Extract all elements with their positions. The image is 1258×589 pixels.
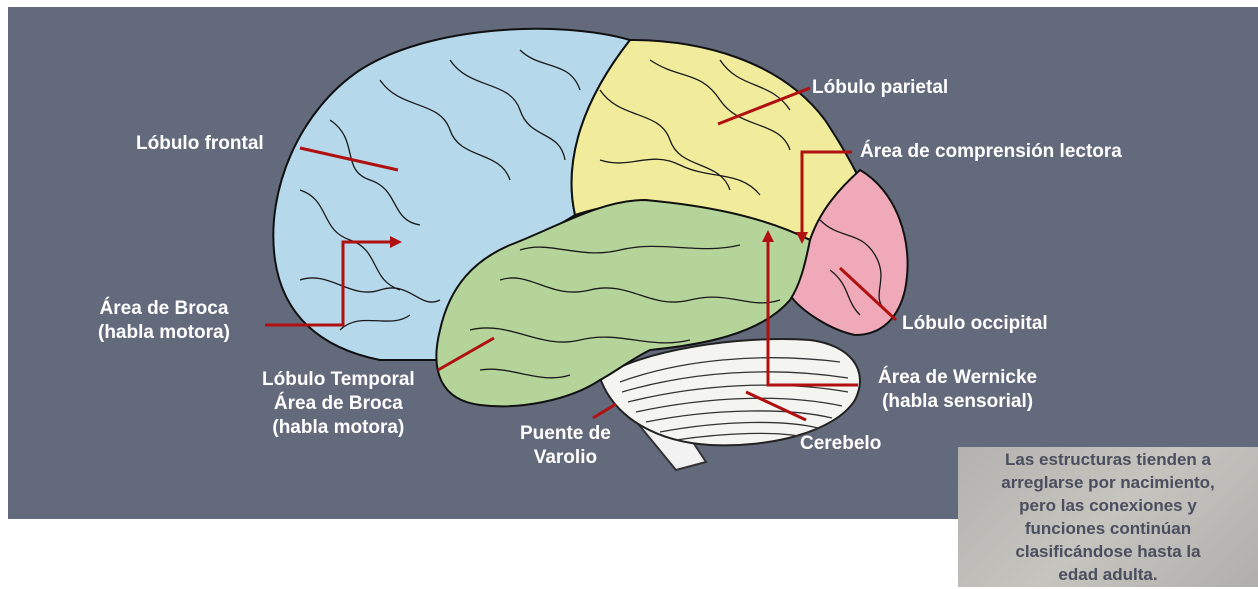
label-line: Área de Broca — [98, 297, 230, 321]
label-line: Varolio — [520, 446, 611, 470]
label-line: Área de Broca — [262, 392, 415, 416]
label-lobulo-frontal: Lóbulo frontal — [136, 132, 264, 156]
note-line: clasificándose hasta la — [968, 540, 1248, 563]
label-line: Área de Wernicke — [878, 366, 1037, 390]
label-cerebelo: Cerebelo — [800, 432, 881, 456]
puente-leader-line — [593, 404, 616, 418]
note-line: edad adulta. — [968, 563, 1248, 586]
note-box: Las estructuras tienden a arreglarse por… — [958, 447, 1258, 587]
label-line: (habla motora) — [98, 321, 230, 345]
note-line: funciones continúan — [968, 517, 1248, 540]
label-area-comprension-lectora: Área de comprensión lectora — [860, 140, 1122, 164]
label-area-de-wernicke: Área de Wernicke (habla sensorial) — [878, 366, 1037, 414]
label-line: (habla sensorial) — [878, 390, 1037, 414]
label-lobulo-temporal: Lóbulo Temporal Área de Broca (habla mot… — [262, 368, 415, 440]
note-line: pero las conexiones y — [968, 494, 1248, 517]
label-lobulo-parietal: Lóbulo parietal — [812, 76, 948, 100]
note-line: Las estructuras tienden a — [968, 448, 1248, 471]
label-puente-de-varolio: Puente de Varolio — [520, 422, 611, 470]
label-line: Lóbulo Temporal — [262, 368, 415, 392]
label-line: Puente de — [520, 422, 611, 446]
label-area-de-broca: Área de Broca (habla motora) — [98, 297, 230, 345]
label-line: (habla motora) — [262, 416, 415, 440]
note-line: arreglarse por nacimiento, — [968, 471, 1248, 494]
label-lobulo-occipital: Lóbulo occipital — [902, 312, 1048, 336]
